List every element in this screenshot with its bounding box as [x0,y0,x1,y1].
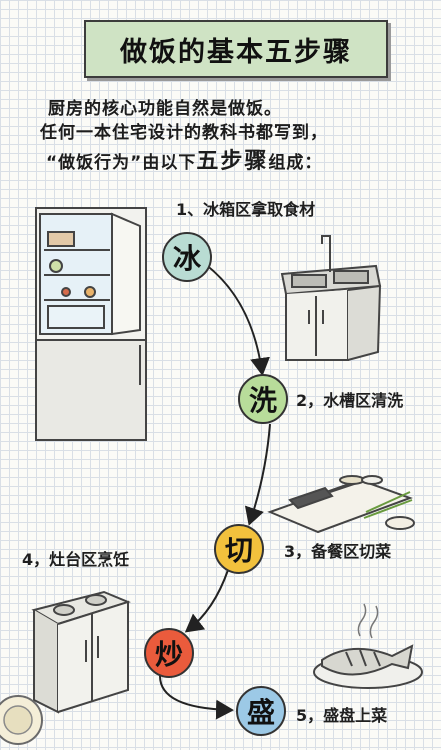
step-char-sink: 洗 [248,384,277,417]
step-label-fridge: 1、冰箱区拿取食材 [176,200,316,219]
step-circle-serve: 盛 [236,686,286,736]
intro-line-3-pre: “做饭行为”由以下 [46,153,197,173]
title-banner: 做饭的基本五步骤 [84,20,388,78]
intro-line-1: 厨房的核心功能自然是做饭。 [48,99,282,119]
step-circle-sink: 洗 [238,374,288,424]
intro-line-2: 任何一本住宅设计的教科书都写到， [40,123,328,143]
sink-icon [280,235,382,361]
intro-line-3-post: 组成： [268,153,323,173]
step-label-serve: 5，盛盘上菜 [296,706,388,725]
step-circle-fridge: 冰 [162,232,212,282]
stove-icon [31,590,131,714]
refrigerator-icon [35,207,147,441]
step-char-fridge: 冰 [172,242,201,275]
step-label-sink: 2，水槽区清洗 [296,391,404,410]
fish-plate-icon [313,603,423,689]
cutting-board-icon [267,475,415,534]
page-title: 做饭的基本五步骤 [120,36,352,68]
step-label-stove: 4，灶台区烹饪 [22,550,130,569]
step-char-serve: 盛 [246,696,275,729]
step-circle-cutting: 切 [214,524,264,574]
flow-arrows [159,263,271,720]
step-char-stove: 炒 [154,638,183,671]
corner-seal-icon [0,695,43,745]
intro-line-3: “做饭行为”由以下五步骤组成： [46,143,322,175]
step-char-cutting: 切 [224,534,253,567]
step-circle-stove: 炒 [144,628,194,678]
intro-line-3-highlight: 五步骤 [196,149,269,174]
step-label-cutting: 3，备餐区切菜 [284,542,392,561]
